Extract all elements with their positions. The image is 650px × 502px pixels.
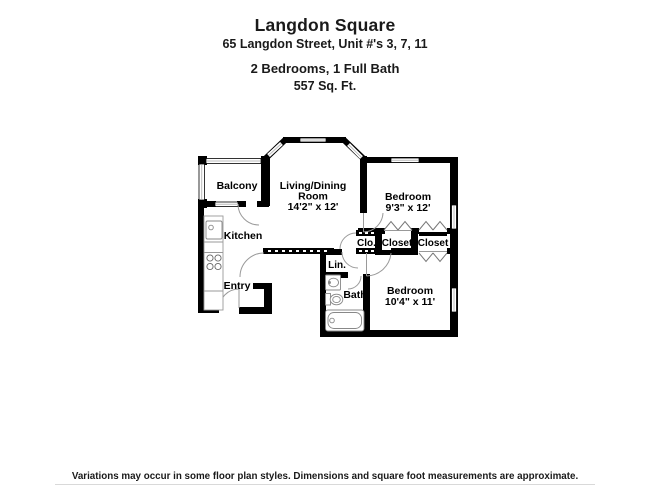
lin-door-arc <box>341 251 359 269</box>
clo-door-arc <box>339 232 357 250</box>
bedroom2-dimensions: 10'4" x 11' <box>385 296 435 308</box>
entry-label: Entry <box>224 280 251 292</box>
square-feet-line: 557 Sq. Ft. <box>293 79 357 93</box>
closet-right-label: Closet <box>418 238 449 249</box>
address-line: 65 Langdon Street, Unit #'s 3, 7, 11 <box>222 37 428 51</box>
living-room-dimensions: 14'2" x 12' <box>288 201 339 213</box>
tub-drain <box>329 317 335 324</box>
bedroom2-door-arc <box>366 252 392 277</box>
door-swings <box>218 203 392 310</box>
bedroom1-dimensions: 9'3" x 12' <box>385 202 430 214</box>
windows <box>198 136 457 313</box>
balcony-door-arc <box>237 203 260 226</box>
clo-label: Clo. <box>357 238 376 249</box>
sink-drain <box>208 224 214 231</box>
page-title: Langdon Square <box>254 15 396 35</box>
kitchen-counter <box>203 215 224 311</box>
bath-door-arc <box>347 275 362 290</box>
closet-mid-label: Closet <box>382 238 413 249</box>
disclaimer-text: Variations may occur in some floor plan … <box>71 471 579 482</box>
balcony-label: Balcony <box>217 180 258 192</box>
living-entry-door-arc <box>239 252 265 278</box>
living-room-label-line1: Living/Dining <box>280 180 347 192</box>
bedroom2-label: Bedroom <box>387 285 433 297</box>
beds-baths-line: 2 Bedrooms, 1 Full Bath <box>250 61 400 76</box>
footer-divider <box>55 484 595 485</box>
kitchen-fixtures <box>203 215 224 311</box>
bedroom1-door-arc <box>363 212 384 233</box>
bath-label: Bath <box>343 289 366 301</box>
wall-hatch-marks <box>268 232 374 252</box>
kitchen-label: Kitchen <box>224 230 263 242</box>
bath-fixtures <box>325 274 365 332</box>
living-room-label-line2: Room <box>298 191 328 203</box>
kitchen-sink <box>205 220 223 240</box>
bifold-doors <box>383 220 448 263</box>
toilet-tank <box>325 293 331 306</box>
lin-label: Lin. <box>328 260 346 271</box>
stove-burners <box>206 254 222 271</box>
bedroom1-label: Bedroom <box>385 191 431 203</box>
